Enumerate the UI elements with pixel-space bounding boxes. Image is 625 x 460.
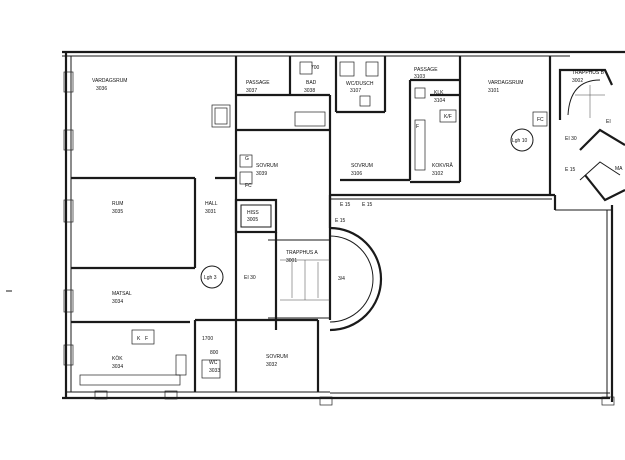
room-name-trapphus-a: TRAPPHUS A xyxy=(286,250,318,256)
room-name-sovrum-3039: SOVRUM xyxy=(256,163,278,169)
room-num-kokvra-3102: 3102 xyxy=(432,171,443,177)
fc-b-label: FC xyxy=(245,183,252,189)
stair-a xyxy=(268,226,383,332)
stair-b xyxy=(558,68,625,202)
lgh3-circle xyxy=(200,265,224,289)
room-name-bad-3038: BAD xyxy=(306,80,317,86)
ma-label: MA xyxy=(615,166,623,172)
room-num-trapphus-a: 3001 xyxy=(286,258,297,264)
dim-1700-label: 1700 xyxy=(202,336,213,342)
lgh10-circle xyxy=(510,128,534,152)
left-windows xyxy=(63,71,74,366)
room-num-klk-3104: 3104 xyxy=(434,98,445,104)
e15-b-label: E 15 xyxy=(362,202,373,208)
room-name-wcdusch-3107: WC/DUSCH xyxy=(346,81,374,87)
room-num-passage-3103: 3103 xyxy=(414,74,425,80)
kf-label: K/F xyxy=(444,114,452,120)
room-name-passage-3037: PASSAGE xyxy=(246,80,270,86)
ei-edge-label: EI xyxy=(606,119,611,125)
bottom-windows xyxy=(94,390,615,406)
room-num-trapphus-b: 3002 xyxy=(572,78,583,84)
room-name-rum-3035: RUM xyxy=(112,201,123,207)
f2-label: F xyxy=(416,124,419,130)
g-label: G xyxy=(245,156,249,162)
lgh10-label: Lgh 10 xyxy=(512,138,528,144)
stair-fraction-label: 3/4 xyxy=(338,276,345,282)
room-num-matsal-3034: 3034 xyxy=(112,299,123,305)
room-num-vardagsrum-3101: 3101 xyxy=(488,88,499,94)
room-num-vardagsrum-3036: 3036 xyxy=(96,86,107,92)
f1-label: F xyxy=(145,336,148,342)
room-name-matsal-3034: MATSAL xyxy=(112,291,132,297)
room-name-kokvra-3102: KOKVRÅ xyxy=(432,162,454,169)
room-name-vardagsrum-3101: VARDAGSRUM xyxy=(488,80,523,86)
ei30-a-label: EI 30 xyxy=(244,275,256,281)
room-name-hall-3031: HALL xyxy=(205,201,218,207)
room-num-kok-3034: 3034 xyxy=(112,364,123,370)
fc-label: FC xyxy=(537,117,544,123)
room-num-sovrum-3039: 3039 xyxy=(256,171,267,177)
e15-c-label: E 15 xyxy=(335,218,346,224)
room-name-sovrum-3032: SOVRUM xyxy=(266,354,288,360)
fixtures xyxy=(79,61,548,386)
lgh3-label: Lgh 3 xyxy=(204,275,217,281)
dim-700-label: 700 xyxy=(311,65,320,71)
room-name-wc-3033: WC xyxy=(209,360,218,366)
room-name-vardagsrum-3036: VARDAGSRUM xyxy=(92,78,127,84)
room-name-passage-3103: PASSAGE xyxy=(414,67,438,73)
room-num-wcdusch-3107: 3107 xyxy=(350,88,361,94)
interior-walls xyxy=(71,56,552,392)
ei30-b-label: EI 30 xyxy=(565,136,577,142)
e15-d-label: E 15 xyxy=(565,167,576,173)
k-label: K xyxy=(137,336,141,342)
room-num-sovrum-3032: 3032 xyxy=(266,362,277,368)
room-num-rum-3035: 3035 xyxy=(112,209,123,215)
room-num-hiss-3005: 3005 xyxy=(247,217,258,223)
room-num-bad-3038: 3038 xyxy=(304,88,315,94)
room-name-klk-3104: KLK xyxy=(434,90,444,96)
outer-walls xyxy=(62,50,625,402)
room-num-passage-3037: 3037 xyxy=(246,88,257,94)
room-num-hall-3031: 3031 xyxy=(205,209,216,215)
room-num-wc-3033: 3033 xyxy=(209,368,220,374)
e15-a-label: E 15 xyxy=(340,202,351,208)
room-name-hiss-3005: HISS xyxy=(247,210,259,216)
room-name-trapphus-b: TRAPPHUS B xyxy=(572,70,605,76)
room-name-kok-3034: KÖK xyxy=(112,355,123,362)
dim-800-label: 800 xyxy=(210,350,219,356)
room-num-sovrum-3106: 3106 xyxy=(351,171,362,177)
room-name-sovrum-3106: SOVRUM xyxy=(351,163,373,169)
